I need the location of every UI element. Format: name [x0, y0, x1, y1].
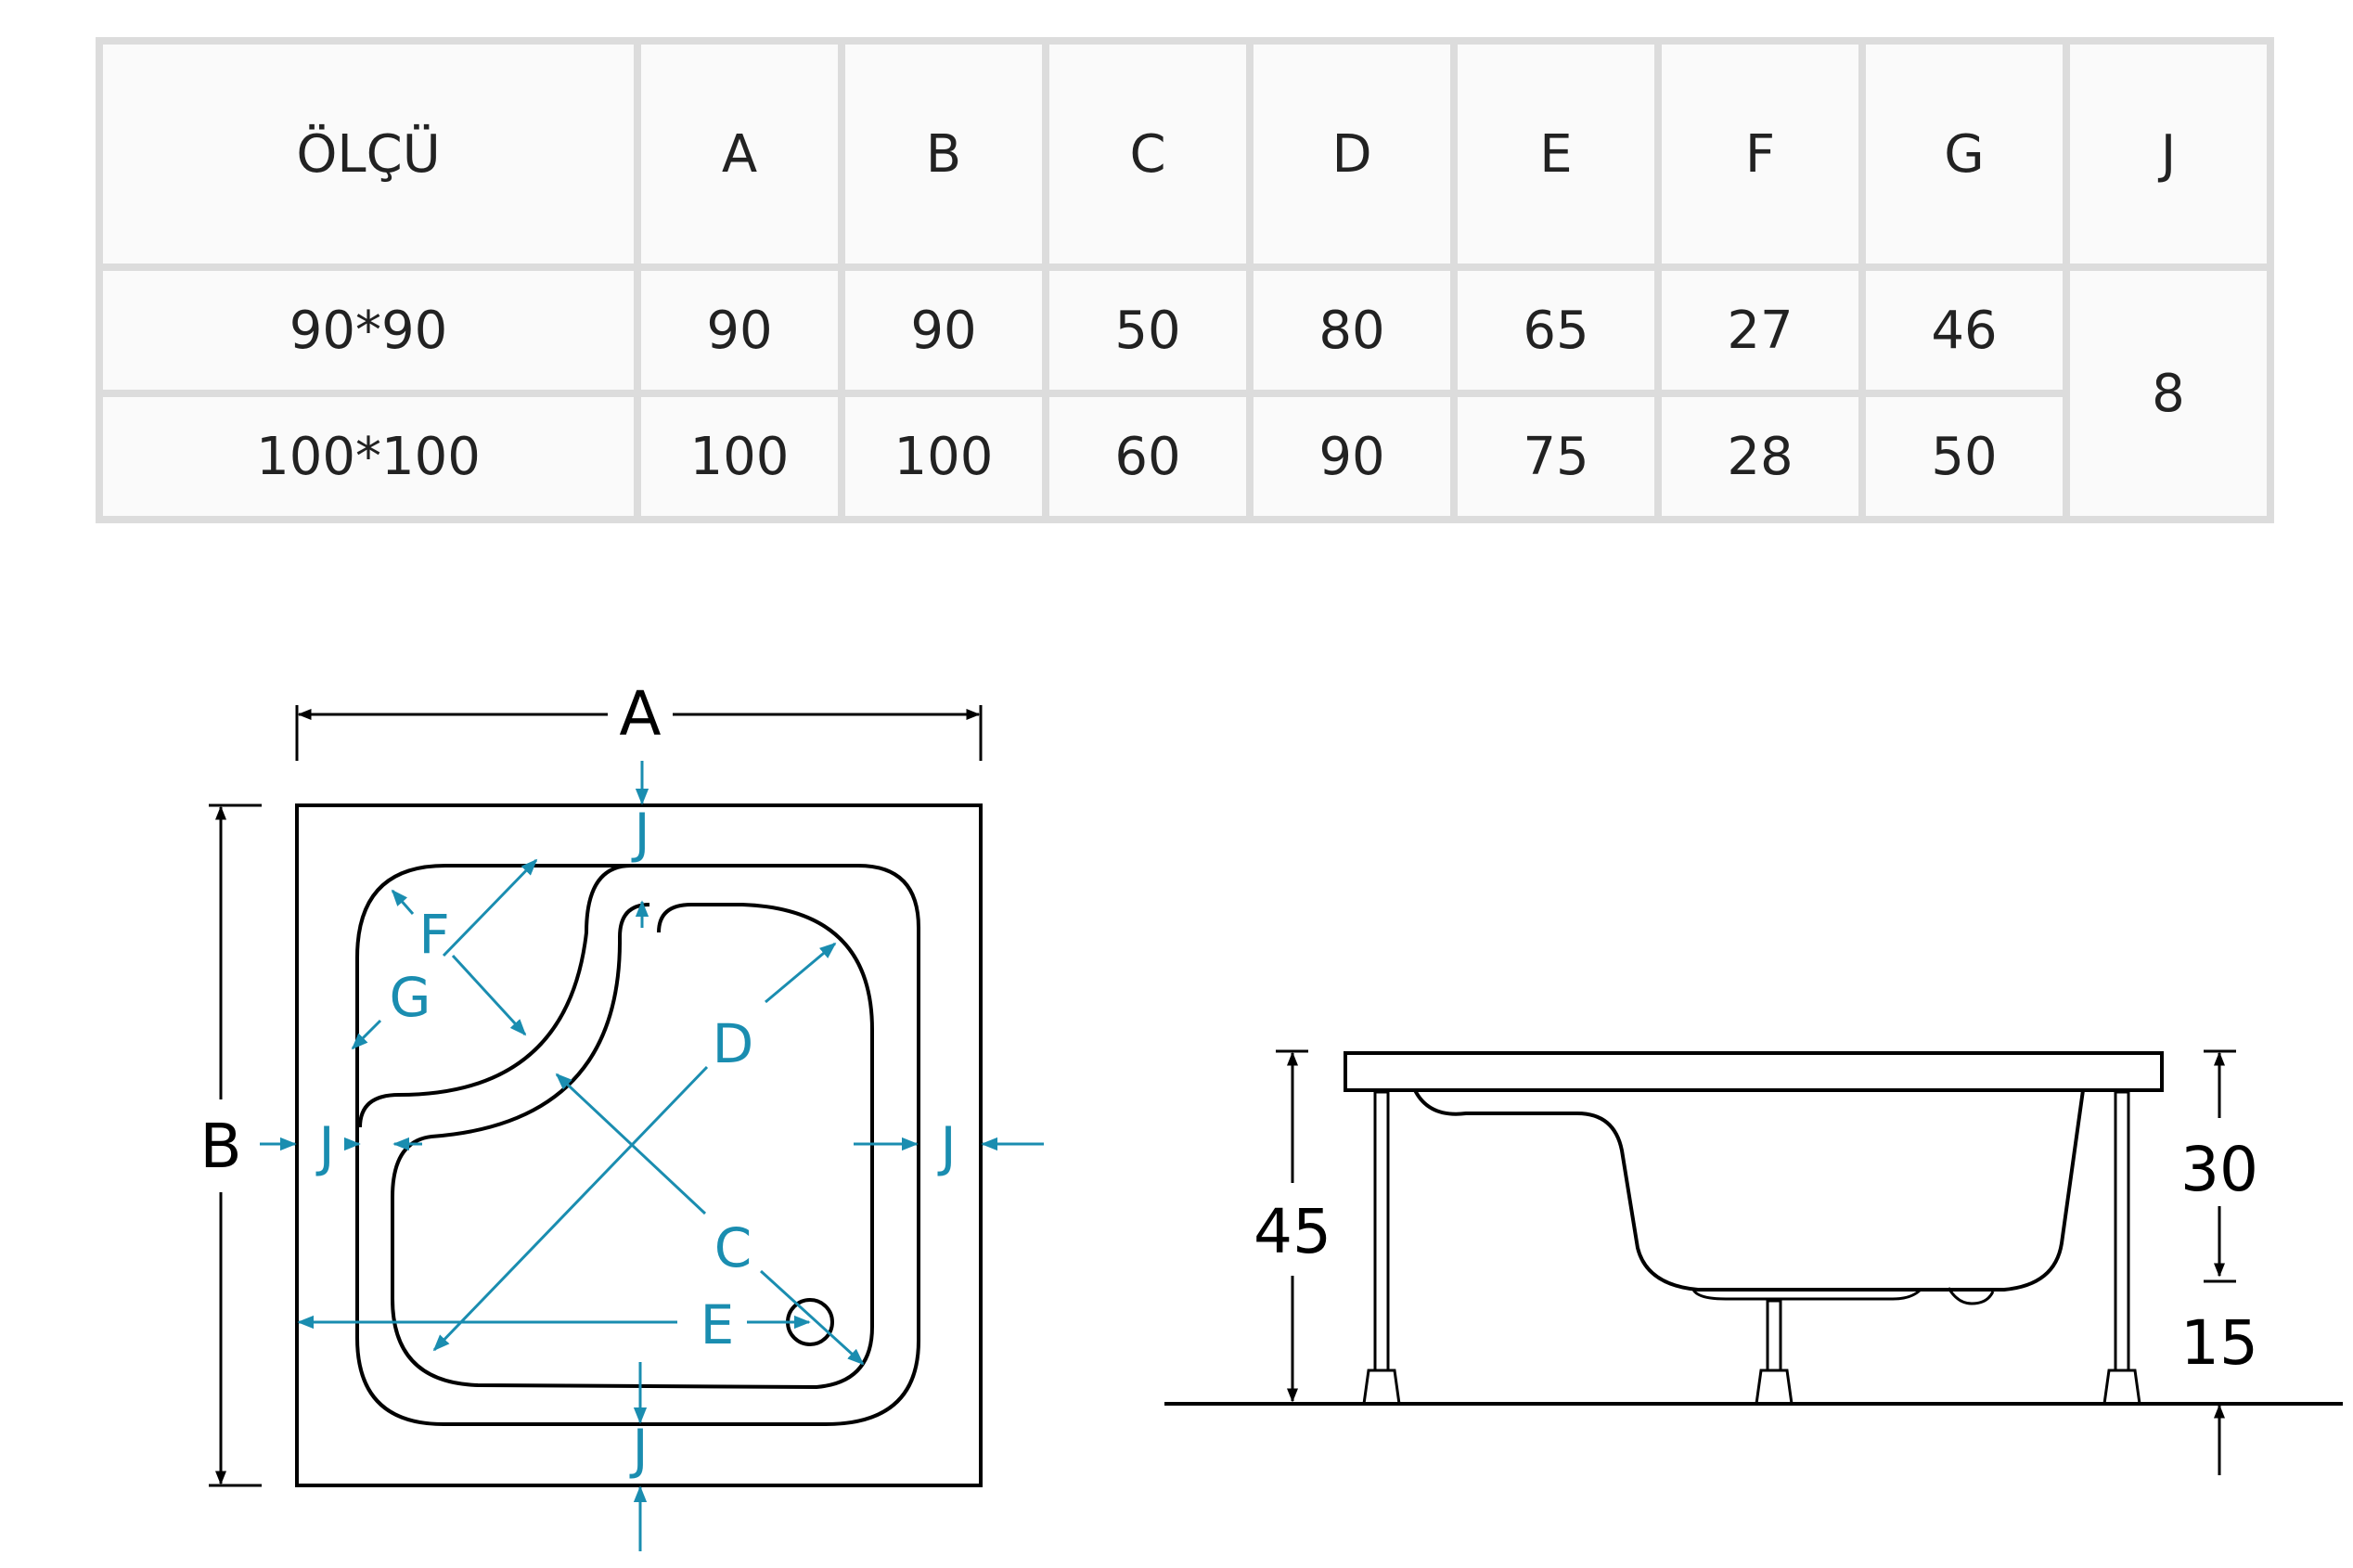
tray-top-rim	[1344, 1051, 2164, 1092]
header-size: ÖLÇÜ	[103, 45, 634, 263]
drain-trap	[1947, 1287, 1995, 1305]
dim-label-c: C	[714, 1216, 752, 1279]
plan-black-dimensions	[209, 705, 983, 1487]
dim-label-j-right: J	[937, 1115, 956, 1178]
tray-rim-outline	[355, 864, 920, 1426]
leg-foot-left	[1362, 1369, 1401, 1406]
cell-e: 75	[1458, 397, 1654, 516]
header-f: F	[1662, 45, 1858, 263]
cell-b: 90	[845, 271, 1042, 390]
header-j: J	[2070, 45, 2267, 263]
leg-left	[1373, 1090, 1390, 1372]
dim-label-j-left: J	[315, 1115, 334, 1178]
header-g: G	[1866, 45, 2063, 263]
plan-blue-dimensions	[260, 761, 1044, 1551]
side-black-dimensions	[1276, 1049, 2236, 1475]
header-c: C	[1049, 45, 1246, 263]
seat-curve-upper	[358, 864, 632, 1128]
cell-e: 65	[1458, 271, 1654, 390]
tray-basin-outline	[391, 903, 874, 1390]
dim-label-d: D	[713, 1012, 754, 1075]
leg-center	[1766, 1299, 1782, 1372]
leg-foot-center	[1755, 1369, 1794, 1406]
dim-label-f: F	[418, 903, 449, 966]
cell-c: 60	[1049, 397, 1246, 516]
cell-b: 100	[845, 397, 1042, 516]
cell-f: 27	[1662, 271, 1858, 390]
cell-a: 90	[641, 271, 838, 390]
dim-label-tray-height: 30	[2180, 1134, 2258, 1205]
cell-d: 80	[1254, 271, 1450, 390]
dim-label-a: A	[619, 678, 661, 750]
row-size: 100*100	[103, 397, 634, 516]
leg-right	[2114, 1090, 2130, 1372]
side-view	[1164, 1051, 2343, 1406]
tray-body-profile	[1413, 1089, 2085, 1292]
tray-outer-frame	[295, 803, 983, 1487]
dim-label-total-height: 45	[1254, 1196, 1331, 1267]
tray-bottom-plate	[1691, 1288, 1922, 1301]
table-header-row: ÖLÇÜ A B C D E F G J	[103, 45, 2267, 263]
dim-label-leg-height: 15	[2180, 1307, 2258, 1379]
table-row: 100*100 100 100 60 90 75 28 50	[103, 397, 2267, 516]
cell-g: 50	[1866, 397, 2063, 516]
cell-d: 90	[1254, 397, 1450, 516]
cell-j-shared: 8	[2070, 271, 2267, 516]
dim-label-j-top: J	[631, 802, 649, 865]
dim-label-e: E	[701, 1293, 735, 1356]
header-a: A	[641, 45, 838, 263]
dim-label-g: G	[390, 966, 431, 1029]
plan-view	[295, 803, 983, 1487]
row-size: 90*90	[103, 271, 634, 390]
header-d: D	[1254, 45, 1450, 263]
cell-f: 28	[1662, 397, 1858, 516]
cell-c: 50	[1049, 271, 1246, 390]
dim-label-j-bottom: J	[629, 1418, 648, 1481]
cell-a: 100	[641, 397, 838, 516]
header-b: B	[845, 45, 1042, 263]
header-e: E	[1458, 45, 1654, 263]
leg-foot-right	[2102, 1369, 2141, 1406]
dim-label-b: B	[199, 1111, 241, 1182]
cell-g: 46	[1866, 271, 2063, 390]
table-row: 90*90 90 90 50 80 65 27 46 8	[103, 271, 2267, 516]
dimension-table: ÖLÇÜ A B C D E F G J 90*90 90 90 50 80 6…	[96, 37, 2274, 523]
